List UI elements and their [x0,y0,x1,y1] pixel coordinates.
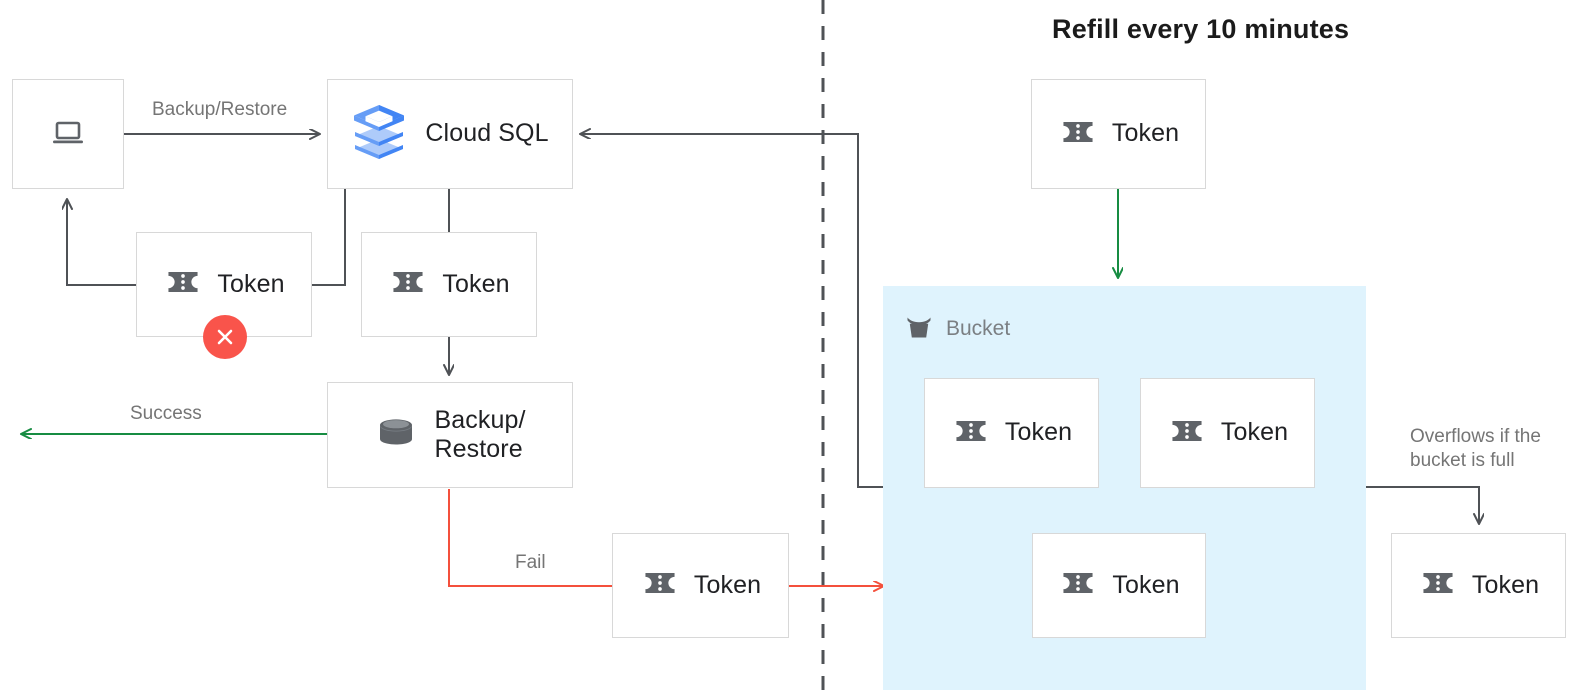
edge-label-backup-restore: Backup/Restore [152,99,288,120]
laptop-icon [48,112,88,157]
node-token-bucket-2[interactable]: Token [1140,378,1315,488]
node-token-fail[interactable]: Token [612,533,789,638]
node-token-bucket-3-label: Token [1112,570,1180,599]
token-icon [163,262,203,307]
node-token-bucket-1-label: Token [1004,418,1073,447]
bucket-icon [903,310,935,347]
diagram-title: Refill every 10 minutes [1052,14,1350,44]
node-token-overflow-label: Token [1471,570,1540,599]
node-token-accepted-label: Token [442,269,510,298]
edge-label-overflow: Overflows if the bucket is full [1410,426,1541,472]
edge-overflow [1366,486,1479,524]
edge-label-fail: Fail [515,552,546,573]
node-token-bucket-1[interactable]: Token [924,378,1099,488]
node-cloud-sql[interactable]: Cloud SQL [327,79,573,189]
token-icon [1418,563,1458,608]
node-token-rejected-label: Token [217,269,285,298]
node-token-bucket-2-label: Token [1220,418,1289,447]
node-backup-restore[interactable]: Backup/ Restore [327,382,573,488]
bucket-label: Bucket [946,316,1011,340]
node-token-fail-label: Token [693,570,762,599]
token-icon [951,411,991,456]
edge-label-success: Success [130,403,202,424]
edge-bucket-to-cloudsql [580,134,884,488]
node-token-bucket-3[interactable]: Token [1032,533,1206,638]
node-token-refill-label: Token [1111,119,1180,148]
node-backup-restore-label: Backup/ Restore [434,405,526,464]
token-icon [1058,563,1098,608]
node-token-accepted[interactable]: Token [361,232,537,337]
node-client[interactable] [12,79,124,189]
token-icon [640,563,680,608]
bucket-header: Bucket [903,310,1010,347]
node-token-overflow[interactable]: Token [1391,533,1566,638]
database-icon [374,413,418,458]
node-token-refill[interactable]: Token [1031,79,1206,189]
token-icon [1058,112,1098,157]
cloud-sql-icon [351,102,407,167]
token-icon [1167,411,1207,456]
node-cloud-sql-label: Cloud SQL [425,119,549,148]
token-icon [388,262,428,307]
error-x-icon [203,315,247,359]
